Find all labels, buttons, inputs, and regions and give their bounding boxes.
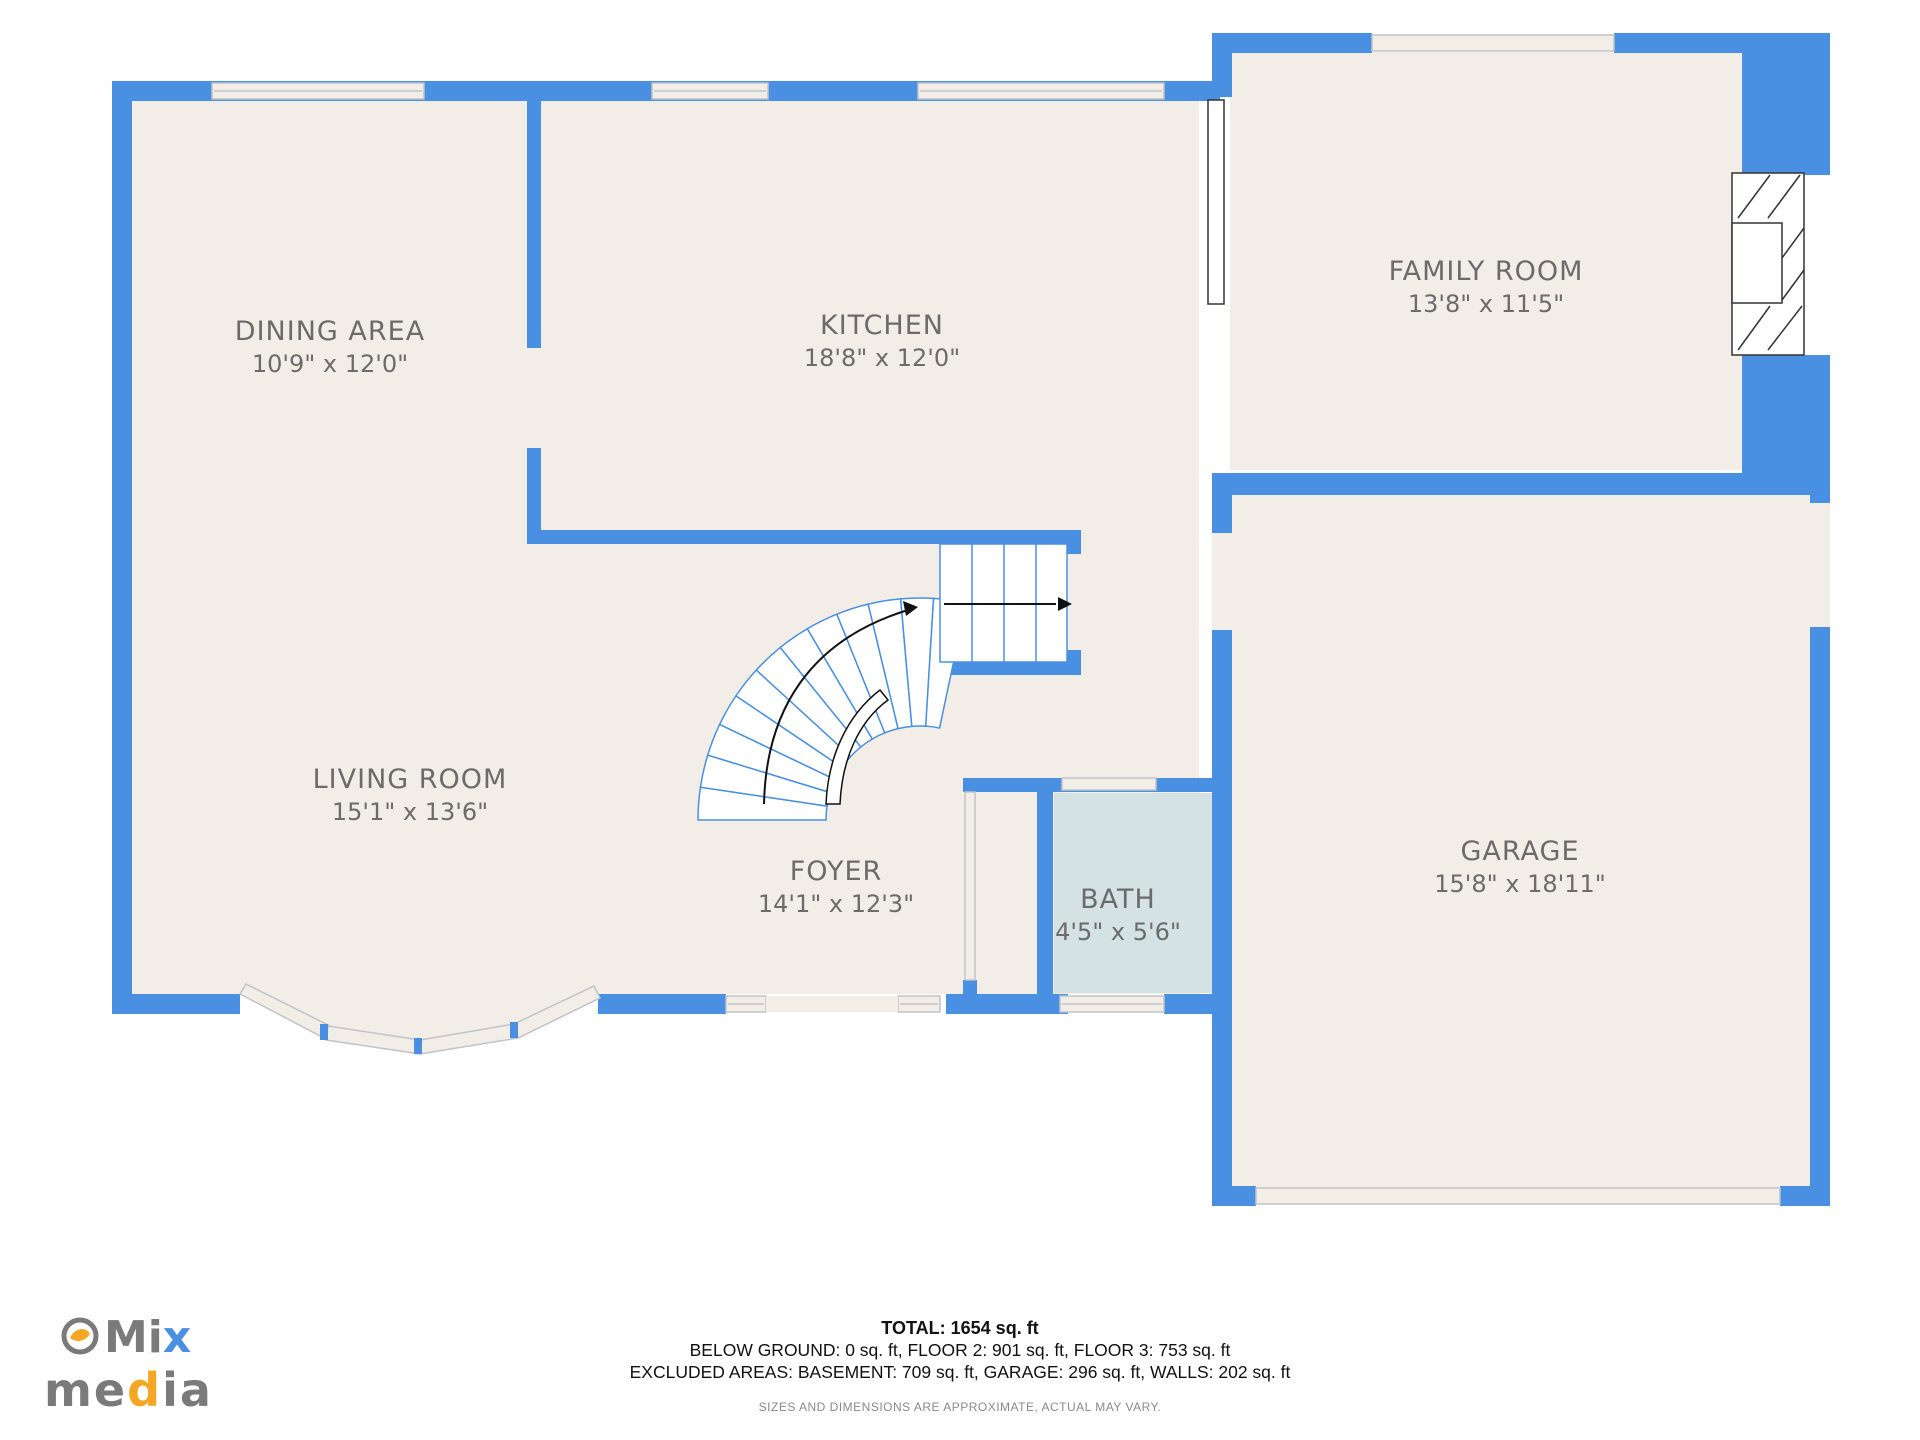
wall [963,778,977,792]
windows [211,34,1830,1205]
room-label-dining: DINING AREA [235,316,425,347]
wall [598,994,726,1014]
room-dim-kitchen: 18'8" x 12'0" [804,344,960,372]
stair-curve-arrow [763,609,909,805]
wall [1212,473,1232,533]
room-label-foyer: FOYER [790,856,883,887]
total-value: 1654 sq. ft [950,1318,1039,1338]
room-dim-garage: 15'8" x 18'11" [1434,870,1606,898]
logo-media: media [44,1363,213,1416]
wall [1780,1186,1830,1206]
wall [1742,355,1830,475]
stair-handrail [825,688,890,805]
mix-media-logo: Mix media [44,1312,213,1416]
room-label-family: FAMILY ROOM [1389,256,1584,287]
wall [1212,33,1232,97]
wall [527,100,541,348]
wall [1212,1186,1256,1206]
room-label-bath: BATH [1080,884,1156,915]
wall [1810,627,1830,1205]
room-label-garage: GARAGE [1460,836,1579,867]
floor-areas: BELOW GROUND: 0 sq. ft, FLOOR 2: 901 sq.… [689,1340,1231,1360]
bay-window-frames [320,1022,518,1054]
family-floor [1230,52,1742,470]
total-label: TOTAL: [881,1318,946,1338]
room-dim-living: 15'1" x 13'6" [332,798,488,826]
logo-mix: Mix [104,1312,191,1363]
disclaimer: SIZES AND DIMENSIONS ARE APPROXIMATE, AC… [758,1400,1162,1414]
wall [1067,530,1081,554]
room-label-kitchen: KITCHEN [820,310,944,341]
room-dim-family: 13'8" x 11'5" [1408,290,1564,318]
room-dim-bath: 4'5" x 5'6" [1055,918,1181,946]
bath-floor [1054,793,1214,993]
wall [1164,994,1214,1014]
room-dim-foyer: 14'1" x 12'3" [758,890,914,918]
wall [940,662,1081,675]
closet-door [964,791,976,981]
wall [963,980,977,1000]
door-opening [1810,503,1830,627]
window [1371,34,1615,52]
wall [112,994,240,1014]
fireplace-icon [1731,172,1805,356]
wall [527,530,1081,544]
room-label-living: LIVING ROOM [313,764,508,795]
garage-floor [1230,494,1812,1196]
wall [1212,473,1830,495]
wall [1212,33,1372,53]
wall [1810,473,1830,503]
door-opening [527,348,541,448]
total-area: TOTAL: 1654 sq. ft [0,1318,1920,1339]
stair-arrow-icon [1058,597,1072,611]
wall [1037,778,1053,1000]
wall [112,81,132,1014]
wall [527,448,541,544]
window [1061,777,1157,791]
stair-curve-arrow-icon [903,601,918,616]
garage-door [1255,1187,1781,1205]
door-opening [766,996,898,1012]
wall [1742,33,1830,175]
excluded-areas: EXCLUDED AREAS: BASEMENT: 709 sq. ft, GA… [629,1362,1291,1382]
door-opening [1212,533,1232,630]
room-labels: DINING AREA 10'9" x 12'0" KITCHEN 18'8" … [235,256,1606,946]
staircase [697,543,1072,821]
room-dim-dining: 10'9" x 12'0" [252,350,408,378]
wall [1212,630,1232,1205]
kitchen-partition [1207,99,1225,305]
